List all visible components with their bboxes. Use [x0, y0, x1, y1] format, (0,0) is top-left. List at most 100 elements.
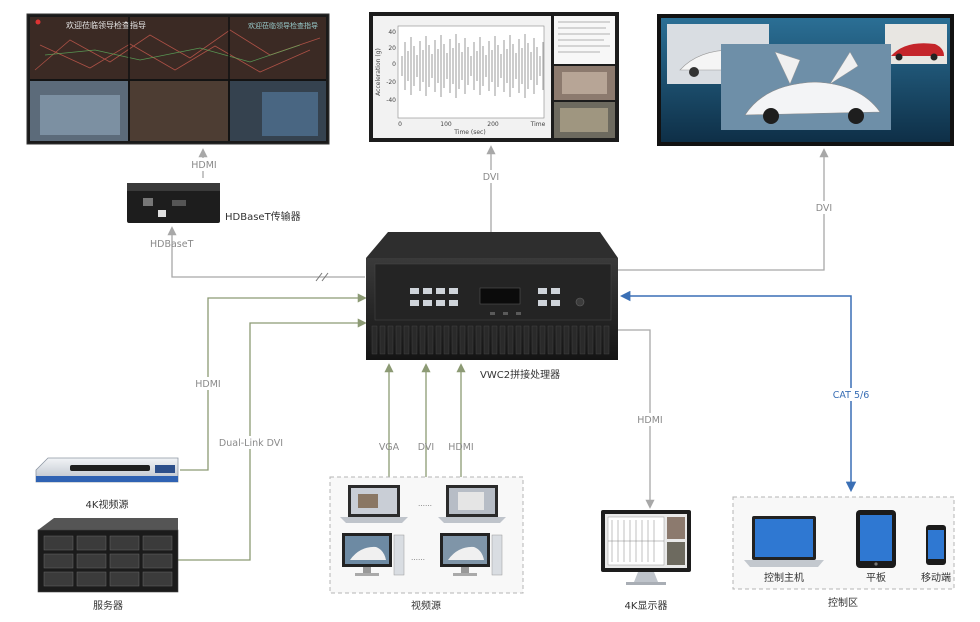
server-label: 服务器 — [93, 599, 123, 612]
ytick: -40 — [386, 97, 396, 104]
rack-slot — [475, 325, 482, 355]
server-bay — [76, 553, 107, 569]
xtick: 100 — [440, 121, 452, 128]
processor-buttons-right — [538, 288, 560, 306]
rack-slot — [539, 325, 546, 355]
rack-slot — [491, 325, 498, 355]
server-bay — [142, 553, 173, 569]
desktop-monitor-icon — [342, 533, 405, 576]
server-bay — [109, 553, 140, 569]
hdbaset-label: HDBaseT传输器 — [225, 210, 301, 223]
source-4k-label: 4K视频源 — [86, 498, 129, 511]
dvi-cars-line — [618, 148, 829, 271]
control-host-laptop-icon — [744, 516, 824, 567]
label-dvi-src: DVI — [418, 442, 434, 453]
cars-screen — [657, 14, 954, 146]
video-sources-group: …… …… 视频源 — [329, 476, 524, 612]
rack-slot — [411, 325, 418, 355]
display-4k-device: 4K显示器 — [601, 510, 691, 612]
chart-signal — [401, 34, 544, 98]
source-4k-device: 4K视频源 — [35, 457, 179, 511]
label-bg — [826, 388, 876, 401]
label-vga: VGA — [379, 442, 400, 453]
server-device: 服务器 — [37, 518, 179, 612]
rack-slot — [419, 325, 426, 355]
laptop-icon — [438, 485, 506, 523]
rack-slot — [515, 325, 522, 355]
chart-yticks: 40 20 0 -20 -40 — [386, 29, 396, 104]
label-bg — [189, 158, 219, 171]
laptop-icon — [340, 485, 408, 523]
tablet-icon — [856, 510, 896, 568]
hdbaset-transmitter: HDBaseT传输器 — [127, 183, 301, 223]
processor-display — [479, 287, 521, 305]
processor-label: VWC2拼接处理器 — [480, 368, 560, 381]
label-hdmi-display: HDMI — [637, 415, 662, 426]
xtick: 200 — [487, 121, 499, 128]
rack-slot — [603, 325, 610, 355]
server-bay — [43, 535, 74, 551]
rack-slot — [571, 325, 578, 355]
dots-top: …… — [418, 500, 432, 508]
server-top — [38, 518, 178, 530]
ytick: 0 — [392, 61, 396, 68]
control-host-label: 控制主机 — [764, 571, 804, 584]
ytick: 40 — [388, 29, 396, 36]
server-bay — [109, 535, 140, 551]
rack-slot — [595, 325, 602, 355]
rack-slot — [579, 325, 586, 355]
break-mark-2 — [321, 272, 329, 282]
xtick: Time — [530, 121, 546, 128]
server-bay — [76, 571, 107, 587]
video-wall: 欢迎莅临领导检查指导 欢迎莅临领导检查指导 — [26, 13, 330, 145]
wall-title-left: 欢迎莅临领导检查指导 — [66, 20, 146, 30]
connection-lines — [167, 145, 857, 561]
rack-slot — [403, 325, 410, 355]
rack-slot — [387, 325, 394, 355]
wall-cell-2 — [130, 81, 228, 141]
video-source-label: 视频源 — [411, 599, 441, 612]
rack-slot — [547, 325, 554, 355]
label-dvi-chart: DVI — [483, 172, 499, 183]
control-area-label: 控制区 — [828, 596, 858, 609]
wall-title-right: 欢迎莅临领导检查指导 — [248, 21, 318, 30]
rack-slot — [459, 325, 466, 355]
rack-slot — [427, 325, 434, 355]
rack-slot — [499, 325, 506, 355]
rack-slot — [587, 325, 594, 355]
rack-slot — [451, 325, 458, 355]
wall-red-dot — [35, 19, 41, 25]
hdbaset-line — [167, 226, 365, 278]
wall-map-top — [30, 17, 326, 79]
chart-xlabel: Time (sec) — [453, 129, 485, 136]
wall-network-lines — [34, 29, 321, 73]
processor-slots — [371, 325, 610, 355]
rack-slot — [435, 325, 442, 355]
break-mark-1 — [315, 272, 323, 282]
server-bay — [109, 571, 140, 587]
mobile-phone-icon — [926, 525, 946, 565]
desktop-monitor-icon — [440, 533, 503, 576]
label-hdbaset: HDBaseT — [150, 239, 194, 250]
processor-top — [366, 232, 618, 258]
rack-slot — [467, 325, 474, 355]
label-dvi-cars: DVI — [816, 203, 832, 214]
rack-slot — [507, 325, 514, 355]
ytick: -20 — [386, 79, 396, 86]
rack-slot — [483, 325, 490, 355]
rack-slot — [371, 325, 378, 355]
label-bg — [811, 201, 837, 214]
label-hdmi-wall: HDMI — [191, 160, 216, 171]
label-dual-link-dvi: Dual-Link DVI — [219, 438, 283, 449]
display-4k-label: 4K显示器 — [625, 600, 668, 612]
label-bg — [478, 170, 504, 183]
label-cat: CAT 5/6 — [833, 390, 870, 401]
mobile-label: 移动端 — [921, 571, 951, 584]
rack-slot — [563, 325, 570, 355]
label-hdmi-src: HDMI — [448, 442, 473, 453]
rack-slot — [531, 325, 538, 355]
server-bay — [43, 553, 74, 569]
control-area-group: 控制主机 平板 移动端 控制区 — [732, 496, 955, 609]
rack-slot — [443, 325, 450, 355]
